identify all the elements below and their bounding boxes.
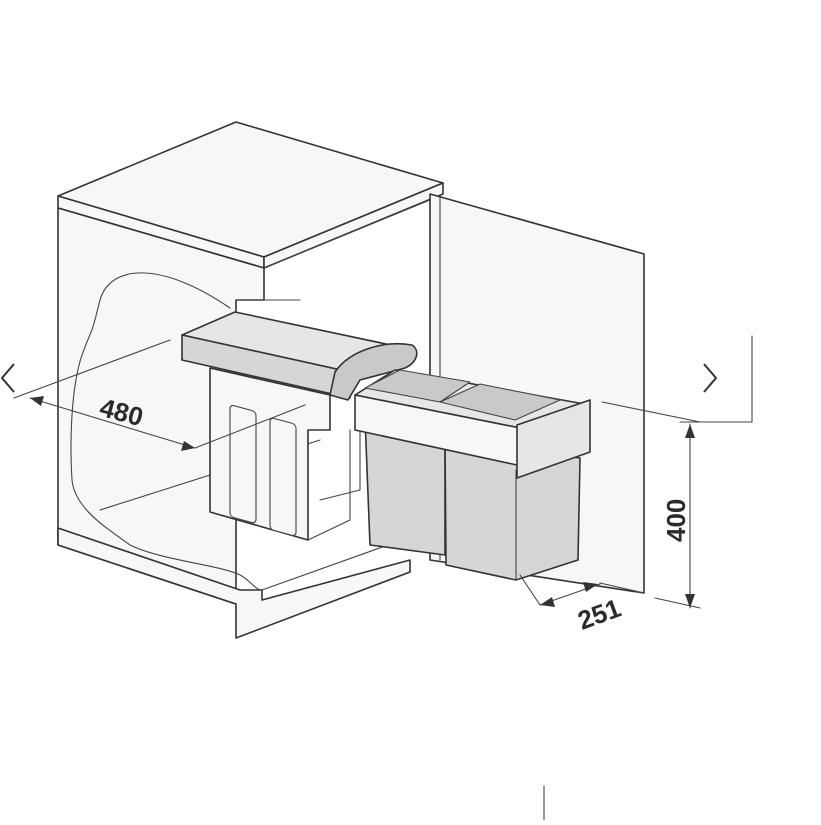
lid-handle (329, 342, 418, 401)
cabinet-top-side-edge (263, 182, 444, 269)
dimension-height-label: 400 (661, 499, 691, 542)
chevron-right-icon (703, 363, 718, 393)
cabinet-plinth (57, 527, 411, 639)
pullout-frame (181, 311, 418, 541)
viewer-frame-corner (679, 335, 753, 423)
cabinet (57, 121, 645, 639)
previous-image-button[interactable] (0, 358, 22, 398)
cable (70, 272, 263, 591)
bins (354, 369, 591, 581)
dimension-height: 400 (601, 401, 701, 609)
next-image-button[interactable] (696, 358, 724, 398)
bin-front-panel (516, 399, 591, 479)
chevron-left-icon (0, 363, 15, 393)
dimension-width-label: 251 (574, 593, 625, 636)
